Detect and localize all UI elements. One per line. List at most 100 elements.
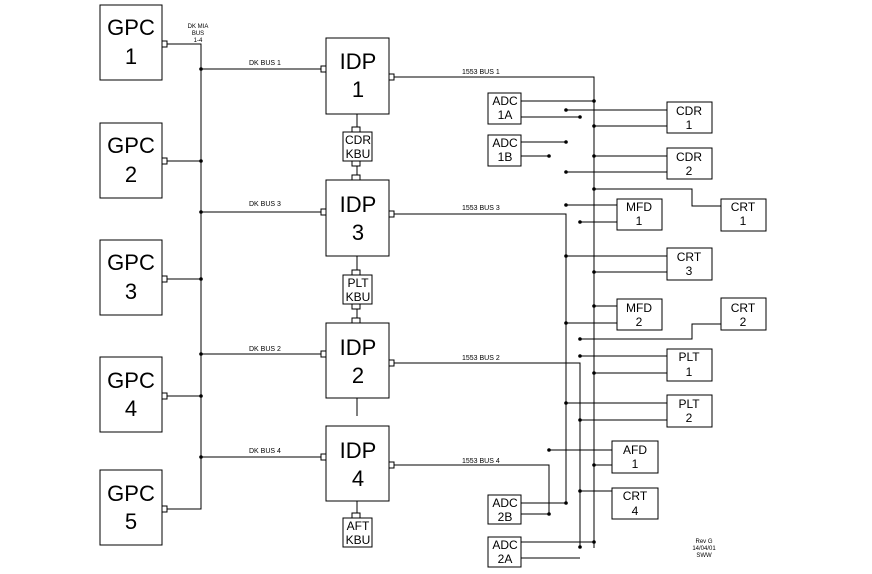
idp-name: IDP [340,335,377,360]
idp-2: IDP 2 [320,322,395,399]
display-plt-2: PLT 2 [666,394,713,428]
gpc-4: GPC 4 [99,356,168,433]
adc-label-2: 1B [498,150,513,164]
display-plt-1: PLT 1 [666,348,713,382]
idp-1553-port [388,461,395,469]
adc-label-1: ADC [492,538,518,552]
adc-label-2: 1A [498,108,513,122]
gpc-5: GPC 5 [99,469,168,546]
bus-1553-4-label: 1553 BUS 4 [462,458,500,465]
display-label-2: 2 [686,164,693,178]
display-label-2: 2 [740,315,747,329]
display-label-1: MFD [626,301,652,315]
revision-label: Rev G [695,539,712,545]
display-label-1: CRT [623,489,648,503]
gpc-name: GPC [107,15,155,40]
display-label-1: PLT [678,397,700,411]
adc-1a: ADC 1A [487,92,522,125]
revision-stamp: Rev G 14/04/01 SWW [692,539,716,559]
kbu-label-1: PLT [347,276,369,290]
idp-number: 3 [352,220,364,245]
gpc-1: GPC 1 [99,4,168,81]
display-label-2: 1 [632,457,639,471]
idp-name: IDP [340,192,377,217]
display-label-2: 1 [686,118,693,132]
display-cdr-2: CDR 2 [666,147,713,180]
kbu-label-1: AFT [347,519,370,533]
display-label-2: 1 [740,214,747,228]
adc-label-1: ADC [492,496,518,510]
display-mfd-2: MFD 2 [616,298,663,331]
gpc-2: GPC 2 [99,122,168,199]
display-crt-1: CRT 1 [720,198,767,232]
idp-number: 1 [352,77,364,102]
idp-number: 2 [352,363,364,388]
dk-bus-4-label: DK BUS 4 [249,448,281,455]
display-label-1: PLT [678,350,700,364]
bus-1553-3-label: 1553 BUS 3 [462,205,500,212]
gpc-number: 4 [125,396,137,421]
revision-author: SWW [696,553,712,559]
revision-date: 14/04/01 [692,546,716,552]
display-label-2: 4 [632,504,639,518]
gpc-port [161,392,168,400]
idp-4: IDP 4 [320,425,395,502]
dk-mia-label-1: DK MIA [188,24,209,30]
adc-label-1: ADC [492,136,518,150]
gpc-port [161,275,168,283]
display-label-1: CRT [731,301,756,315]
idp-number: 4 [352,466,364,491]
display-label-1: CDR [676,104,702,118]
adc-label-1: ADC [492,94,518,108]
display-label-2: 1 [686,365,693,379]
display-cdr-1: CDR 1 [666,101,713,134]
dk-bus-1-label: DK BUS 1 [249,60,281,67]
idp-dk-port [320,208,327,216]
idp-3: IDP 3 [320,179,395,257]
idp-dk-port [320,453,327,461]
display-crt-4: CRT 4 [611,487,659,520]
idp-dk-port [320,350,327,358]
idp-1553-port [388,73,395,81]
kbu-label-2: KBU [346,147,371,161]
kbu-cdr: CDR KBU [342,126,373,181]
gpc-number: 2 [125,162,137,187]
gpc-3: GPC 3 [99,239,168,316]
kbu-aft: AFT KBU [342,512,373,548]
display-afd-1: AFD 1 [611,440,659,474]
display-label-1: CDR [676,150,702,164]
display-label-2: 3 [686,264,693,278]
adc-label-2: 2A [498,552,513,566]
gpc-number: 5 [125,509,137,534]
gpc-port [161,40,168,48]
gpc-number: 1 [125,44,137,69]
dk-mia-label-3: 1-4 [194,38,203,44]
gpc-name: GPC [107,250,155,275]
gpc-port [161,157,168,165]
display-label-2: 2 [686,411,693,425]
kbu-plt: PLT KBU [342,269,373,324]
bus-1553-2-label: 1553 BUS 2 [462,355,500,362]
dk-bus-2-label: DK BUS 2 [249,346,281,353]
idp-1553-port [388,210,395,218]
dk-bus-3-label: DK BUS 3 [249,201,281,208]
idp-1: IDP 1 [320,37,395,115]
wiring [167,43,721,559]
kbu-label-1: CDR [345,133,371,147]
display-label-2: 2 [636,315,643,329]
adc-2a: ADC 2A [487,536,522,568]
display-mfd-1: MFD 1 [616,198,663,231]
dk-mia-label-2: BUS [192,31,204,37]
idp-1553-port [388,359,395,367]
idp-dk-port [320,65,327,73]
adc-2b: ADC 2B [487,494,522,525]
gpc-name: GPC [107,368,155,393]
kbu-label-2: KBU [346,290,371,304]
display-label-1: MFD [626,200,652,214]
adc-label-2: 2B [498,510,513,524]
display-label-2: 1 [636,214,643,228]
gpc-port [161,505,168,513]
kbu-label-2: KBU [346,533,371,547]
idp-name: IDP [340,49,377,74]
